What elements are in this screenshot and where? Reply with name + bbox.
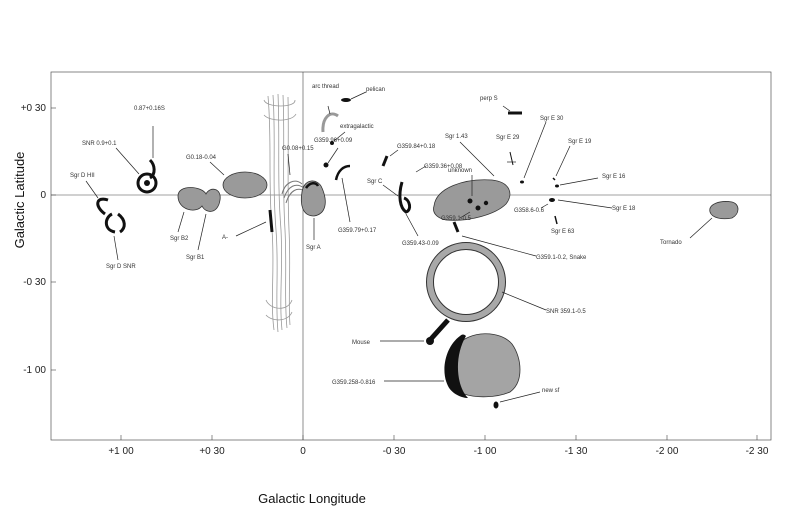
source-label: Sgr E 30 <box>540 116 564 122</box>
source-label: G359.84+0.18 <box>397 144 436 150</box>
y-tick-label: -1 00 <box>23 365 46 376</box>
source-label: G359.96+0.09 <box>314 138 353 144</box>
source-label: Sgr E 16 <box>602 174 626 180</box>
sgr-e-19-source <box>552 177 556 181</box>
source-label: Sgr B1 <box>186 255 205 261</box>
y-tick-label: -0 30 <box>23 277 46 288</box>
sgr-e-16-source <box>555 184 559 188</box>
source-label: G358.6-0.6 <box>514 208 545 214</box>
x-tick-label: -2 00 <box>656 446 679 457</box>
source-label: G0.08+0.15 <box>282 146 314 152</box>
sgr-a-source <box>300 180 326 217</box>
x-tick-label: -0 30 <box>383 446 406 457</box>
sgr-e-30-source <box>520 180 524 184</box>
y-tick-label: 0 <box>40 190 46 201</box>
sgr-e-29-source <box>509 151 514 166</box>
source-label: Sgr A <box>306 245 321 251</box>
sgr-c-source <box>398 181 412 214</box>
source-label: G359.1-0.2, Snake <box>536 255 587 261</box>
source-label: SNR 359.1-0.5 <box>546 309 586 315</box>
source-label: Tornado <box>660 240 682 246</box>
arc-thread-source <box>321 112 339 133</box>
source-label: SNR 0.9+0.1 <box>82 141 117 147</box>
g359-96-source <box>323 162 329 168</box>
snake-source <box>452 221 460 233</box>
source-label: Sgr D HII <box>70 173 95 179</box>
source-label: G359.36+0.08 <box>424 164 463 170</box>
pelican-source <box>341 98 351 102</box>
sgr-d-snr-source <box>104 212 126 234</box>
g358-source <box>549 198 555 202</box>
g359-79-source <box>334 164 351 181</box>
a-minus-source <box>268 209 274 233</box>
snr-0-9-source <box>136 172 158 194</box>
source-label: G0.18-0.04 <box>186 155 217 161</box>
y-axis-title: Galactic Latitude <box>12 152 27 249</box>
source-label: arc thread <box>312 84 339 90</box>
new-sf-source <box>493 401 499 409</box>
source-dot <box>475 205 481 211</box>
extragalactic-source <box>330 141 334 145</box>
source-label: new sf <box>542 388 560 394</box>
source-label: G359.79+0.17 <box>338 228 377 234</box>
source-label: G359.258-0.816 <box>332 380 376 386</box>
source-label: perp S <box>480 96 498 102</box>
source-label: Sgr E 18 <box>612 206 636 212</box>
source-label: G359.1-0.5 <box>441 216 472 222</box>
source-label: Mouse <box>352 340 371 346</box>
x-tick-label: 0 <box>300 446 306 457</box>
x-tick-label: +0 30 <box>199 446 225 457</box>
x-tick-label: -1 30 <box>565 446 588 457</box>
source-label: Sgr C <box>367 179 383 185</box>
sgr-b2-source <box>177 187 221 212</box>
source-label: extragalactic <box>340 124 374 130</box>
source-label: A- <box>222 235 228 241</box>
x-tick-label: +1 00 <box>108 446 134 457</box>
source-label: pelican <box>366 87 385 93</box>
g359-84-source <box>381 155 389 167</box>
sgr-d-hii-source <box>96 197 109 216</box>
source-label: Sgr 1.43 <box>445 134 468 140</box>
mouse-source <box>426 318 450 345</box>
source-label: G359.43-0.09 <box>402 241 439 247</box>
tornado-source <box>709 201 739 220</box>
source-label: unknown <box>448 168 472 174</box>
x-tick-label: -1 00 <box>474 446 497 457</box>
source-label: Sgr B2 <box>170 236 189 242</box>
source-label: Sgr E 19 <box>568 139 592 145</box>
plot-frame <box>50 71 772 441</box>
x-tick-label: -2 30 <box>746 446 769 457</box>
x-axis-title: Galactic Longitude <box>258 491 366 506</box>
sgr-e-63-source <box>554 215 558 225</box>
source-label: 0.87+0.16S <box>134 106 165 112</box>
source-dot <box>483 200 489 206</box>
radio-arc-filaments <box>263 93 297 333</box>
source-dot <box>467 198 473 204</box>
g359-258-source <box>444 333 521 398</box>
source-label: Sgr E 29 <box>496 135 520 141</box>
g0-18-source <box>222 171 268 199</box>
source-label: Sgr E 63 <box>551 229 575 235</box>
y-tick-label: +0 30 <box>21 103 47 114</box>
source-label: Sgr D SNR <box>106 264 136 270</box>
g0-87-source <box>148 158 156 180</box>
